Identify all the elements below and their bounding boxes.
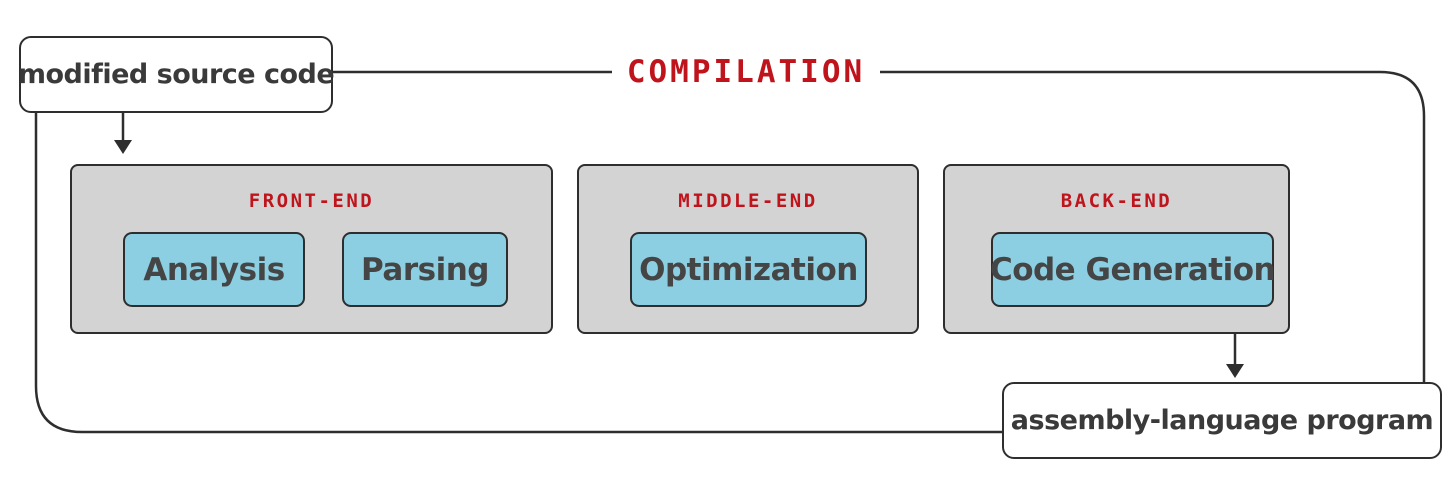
stage-title-front-end: FRONT-END (248, 190, 375, 212)
phase-analysis: Analysis (123, 232, 305, 307)
phase-label-optimization: Optimization (639, 251, 858, 288)
phase-label-parsing: Parsing (361, 251, 489, 288)
assembly-program-label: assembly-language program (1010, 405, 1434, 436)
stage-middle-end: MIDDLE-END Optimization (577, 164, 919, 334)
stage-front-end: FRONT-END Analysis Parsing (70, 164, 553, 334)
phase-label-analysis: Analysis (143, 251, 285, 288)
stage-title-back-end: BACK-END (1060, 190, 1173, 212)
phase-label-code-generation: Code Generation (989, 251, 1276, 288)
arrowhead-source-to-frontend (114, 140, 132, 154)
diagram-title: COMPILATION (612, 50, 880, 94)
phase-optimization: Optimization (630, 232, 867, 307)
arrowhead-backend-to-assembly (1226, 364, 1244, 378)
stage-back-end: BACK-END Code Generation (943, 164, 1290, 334)
source-code-label: modified source code (17, 59, 335, 90)
phase-code-generation: Code Generation (989, 232, 1276, 307)
compilation-loop-bottom (34, 111, 1004, 434)
phase-parsing: Parsing (342, 232, 508, 307)
compilation-loop-top (331, 70, 1426, 384)
assembly-program-box: assembly-language program (1002, 382, 1442, 459)
stage-title-middle-end: MIDDLE-END (678, 190, 818, 212)
source-code-box: modified source code (17, 36, 335, 113)
